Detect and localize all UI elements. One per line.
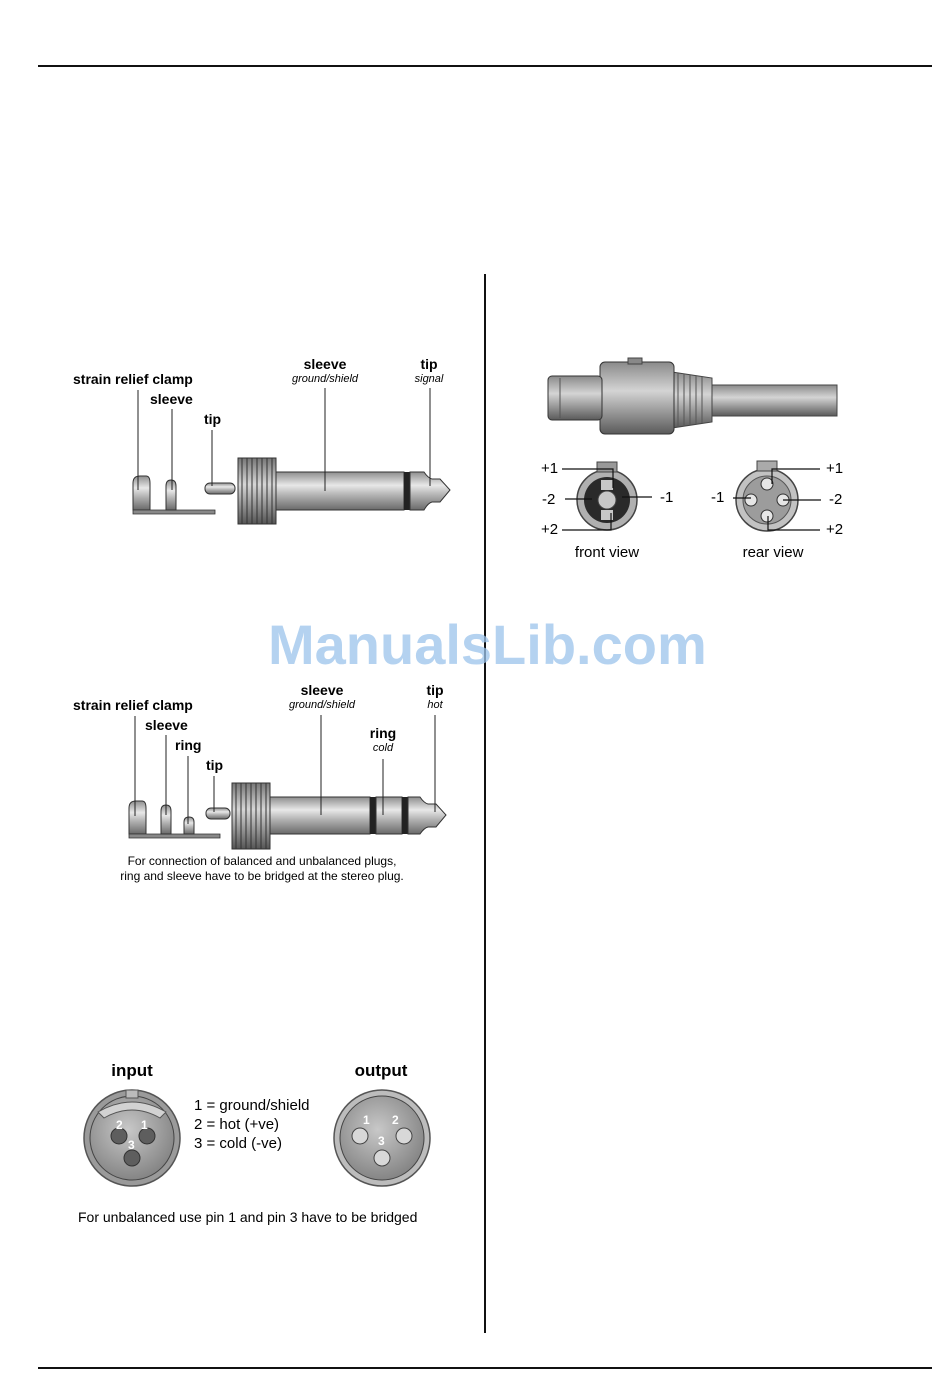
stereo-plug-tip-sublabel: hot bbox=[427, 699, 443, 711]
stereo-strain-relief-clamp-label: strain relief clamp bbox=[73, 697, 193, 713]
front-plus1-label: +1 bbox=[541, 460, 559, 477]
xlr-input-pin1: 1 bbox=[141, 1118, 148, 1132]
front-minus1-label: -1 bbox=[660, 489, 674, 506]
mono-plug-tip-sublabel: signal bbox=[414, 373, 444, 385]
rear-plus1-label: +1 bbox=[826, 460, 844, 477]
mono-strain-relief-clamp-label: strain relief clamp bbox=[73, 371, 193, 387]
stereo-ring-label: ring bbox=[175, 737, 202, 753]
bottom-rule bbox=[38, 1367, 932, 1369]
rear-minus1-label: -1 bbox=[711, 489, 725, 506]
xlr-legend-3: 3 = cold (-ve) bbox=[194, 1135, 282, 1152]
stereo-sleeve-label: sleeve bbox=[145, 717, 188, 733]
xlr-legend-2: 2 = hot (+ve) bbox=[194, 1116, 280, 1133]
rear-view-label: rear view bbox=[742, 544, 804, 561]
xlr-legend: 1 = ground/shield 2 = hot (+ve) 3 = cold… bbox=[194, 1096, 310, 1153]
stereo-plug-ring-label: ring bbox=[369, 725, 397, 741]
xlr-input-pin2: 2 bbox=[116, 1118, 123, 1132]
watermark: ManualsLib.com bbox=[268, 613, 707, 676]
xlr-output-pin2: 2 bbox=[392, 1113, 399, 1127]
rear-plus2-label: +2 bbox=[826, 521, 844, 538]
stereo-plug-tip-label: tip bbox=[426, 682, 444, 698]
mono-tip-label: tip bbox=[204, 411, 222, 427]
xlr-output-pin3: 3 bbox=[378, 1134, 385, 1148]
stereo-note-line2: ring and sleeve have to be bridged at th… bbox=[120, 869, 404, 883]
xlr-input-pin3: 3 bbox=[128, 1138, 135, 1152]
front-minus2-label: -2 bbox=[542, 491, 556, 508]
front-plus2-label: +2 bbox=[541, 521, 559, 538]
stereo-plug-ring-sublabel: cold bbox=[372, 742, 394, 754]
top-rule bbox=[38, 65, 932, 67]
mono-sleeve-label: sleeve bbox=[150, 391, 193, 407]
mono-plug-sleeve-label: sleeve bbox=[303, 356, 347, 372]
column-divider bbox=[484, 274, 486, 1333]
xlr-legend-1: 1 = ground/shield bbox=[194, 1097, 310, 1114]
stereo-plug-sleeve-label: sleeve bbox=[300, 682, 344, 698]
stereo-plug-sleeve-sublabel: ground/shield bbox=[288, 699, 356, 711]
xlr-output-label: output bbox=[354, 1061, 408, 1080]
stereo-note: For connection of balanced and unbalance… bbox=[120, 854, 404, 884]
xlr-note: For unbalanced use pin 1 and pin 3 have … bbox=[78, 1209, 418, 1225]
stereo-note-line1: For connection of balanced and unbalance… bbox=[127, 854, 397, 868]
front-view-label: front view bbox=[574, 544, 640, 561]
xlr-input-label: input bbox=[111, 1061, 153, 1080]
rear-minus2-label: -2 bbox=[829, 491, 843, 508]
stereo-tip-label: tip bbox=[206, 757, 224, 773]
xlr-output-pin1: 1 bbox=[363, 1113, 370, 1127]
mono-plug-sleeve-sublabel: ground/shield bbox=[291, 373, 359, 385]
mono-plug-tip-label: tip bbox=[420, 356, 438, 372]
